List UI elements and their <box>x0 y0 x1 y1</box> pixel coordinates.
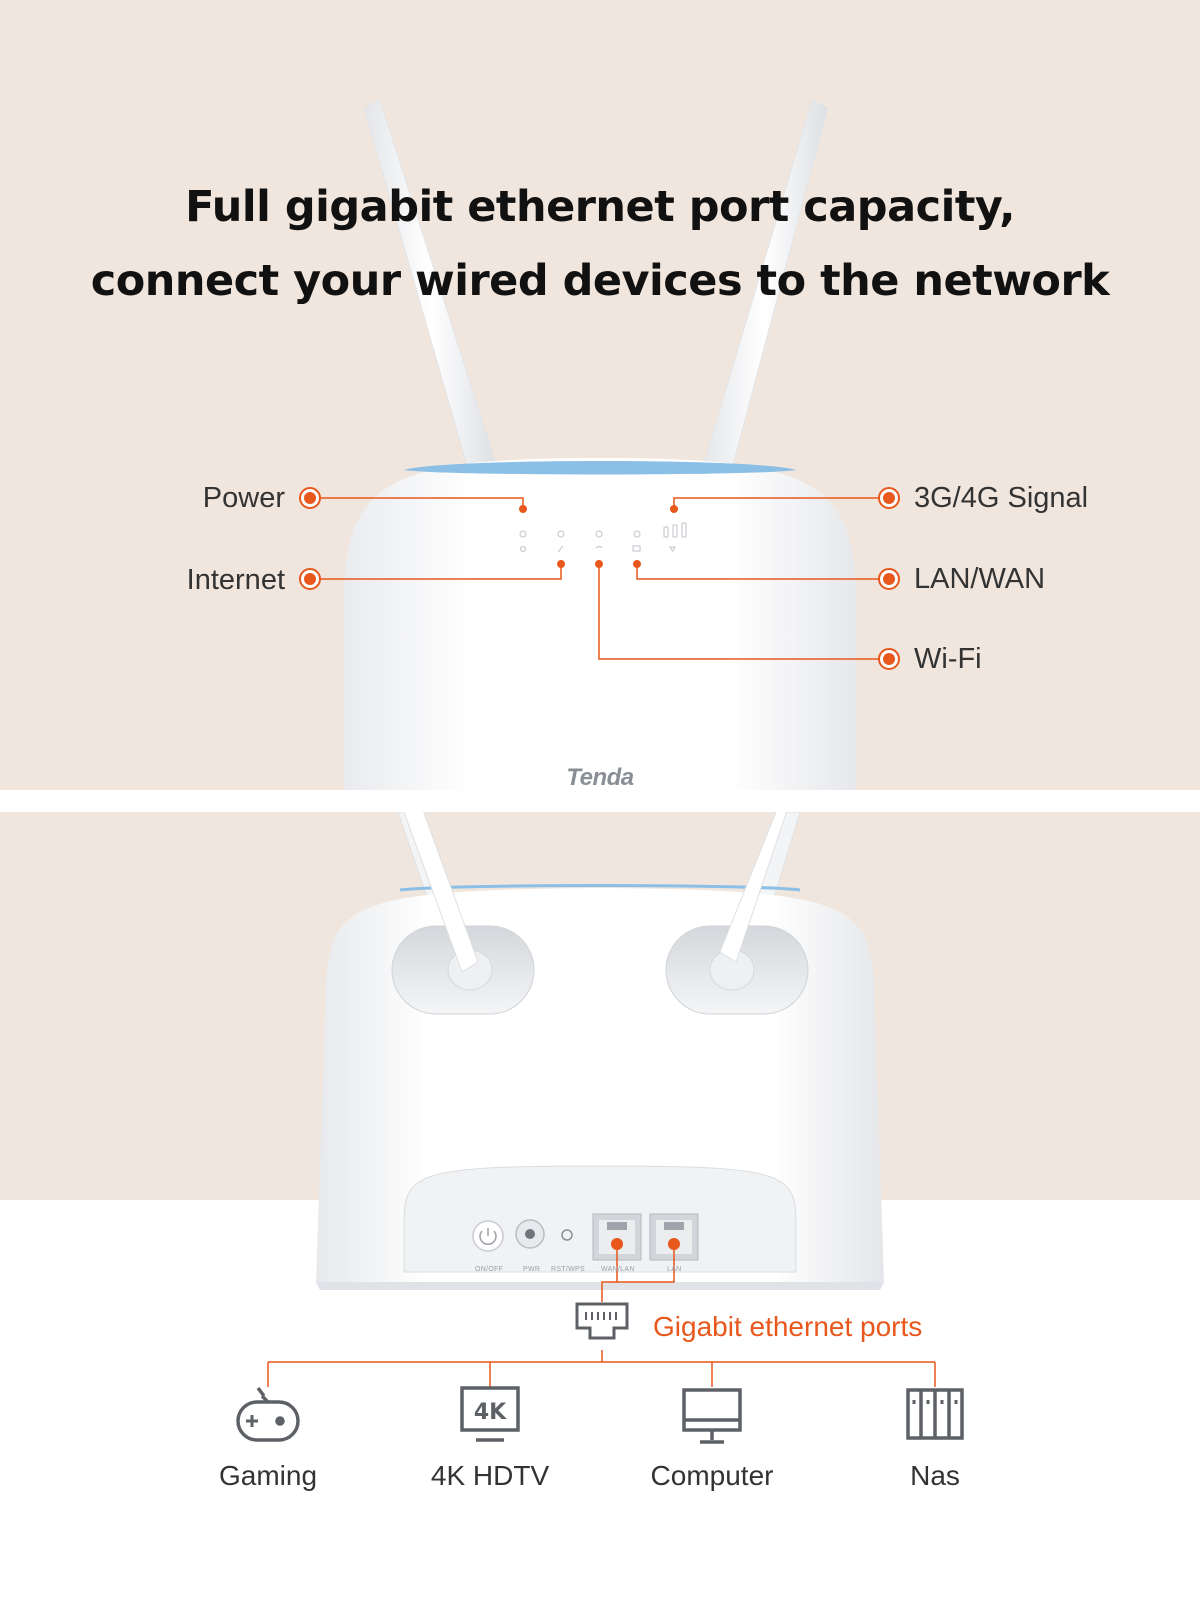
brand-logo: Tenda <box>566 764 634 790</box>
port-label-rst-wps: RST/WPS <box>551 1266 585 1273</box>
router-front-illustration <box>299 99 900 790</box>
tv-4k-badge: 4K <box>474 1400 507 1425</box>
label-wifi: Wi-Fi <box>914 643 982 675</box>
gigabit-ports-label: Gigabit ethernet ports <box>653 1311 923 1342</box>
device-label-gaming: Gaming <box>218 1460 318 1491</box>
label-signal: 3G/4G Signal <box>914 482 1089 514</box>
device-label-computer: Computer <box>650 1460 774 1491</box>
nas-icon <box>906 1388 964 1440</box>
panel-divider <box>0 790 1200 812</box>
ethernet-port-icon <box>575 1302 629 1340</box>
monitor-icon <box>682 1388 742 1444</box>
router-rear-illustration: 4K <box>236 812 964 1444</box>
router-top-cap <box>404 461 796 475</box>
label-lan-wan: LAN/WAN <box>914 563 1046 595</box>
tv-4k-icon <box>460 1386 520 1442</box>
port-connection-lines <box>267 1244 936 1387</box>
port-label-wan-lan: WAN/LAN <box>601 1266 635 1273</box>
front-view-panel: Full gigabit ethernet port capacity, con… <box>0 0 1200 790</box>
reset-hole <box>561 1229 573 1241</box>
led-dots <box>519 505 678 568</box>
port-label-pwr: PWR <box>523 1266 541 1273</box>
callout-lines <box>310 497 889 660</box>
router-body <box>344 458 856 790</box>
ethernet-ports <box>592 1213 699 1261</box>
headline-line-1: Full gigabit ethernet port capacity, <box>185 182 1015 232</box>
led-row <box>519 522 687 553</box>
label-power: Power <box>202 482 285 514</box>
device-label-nas: Nas <box>910 1460 960 1491</box>
label-internet: Internet <box>186 564 285 596</box>
device-label-4k-hdtv: 4K HDTV <box>430 1460 550 1491</box>
headline-line-2: connect your wired devices to the networ… <box>90 256 1110 306</box>
callout-markers <box>299 487 900 670</box>
gamepad-icon <box>236 1386 300 1442</box>
port-label-on-off: ON/OFF <box>475 1266 504 1273</box>
port-label-lan: LAN <box>667 1266 682 1273</box>
rear-view-panel: 4K ON/OFF PWR RST/WPS WAN/LAN LAN Gigabi… <box>0 812 1200 1600</box>
